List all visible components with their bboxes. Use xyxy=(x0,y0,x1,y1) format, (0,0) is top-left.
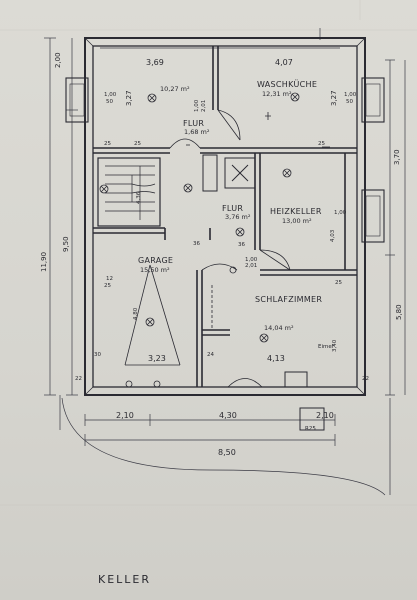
dim-stair: 4,36 xyxy=(136,191,142,204)
dim-r25: R25 xyxy=(305,426,316,432)
dim-door-1b: 2,01 xyxy=(201,100,207,112)
dim-garage-w: 3,23 xyxy=(148,354,166,363)
dim-total-w: 8,50 xyxy=(218,448,236,457)
room-area-waschkueche: 12,31 m² xyxy=(262,90,292,98)
dim-n-36a: 36 xyxy=(193,241,200,247)
dim-n-25a: 25 xyxy=(134,141,141,147)
bucket-label: Eimer xyxy=(318,344,335,350)
room-labels: WASCHKÜCHE 12,31 m² 10,27 m² FLUR 1,68 m… xyxy=(138,79,335,350)
dim-right-2: 5,80 xyxy=(395,304,403,320)
dim-bottom-1: 2,10 xyxy=(116,411,134,420)
dim-n-24: 24 xyxy=(207,352,214,358)
dim-left-inner: 9,50 xyxy=(62,236,70,252)
room-name-schlafzimmer: SCHLAFZIMMER xyxy=(255,295,322,304)
dimension-lines xyxy=(44,28,406,496)
light-wells xyxy=(65,77,385,243)
dim-n-1225: 12 xyxy=(106,276,113,282)
dim-schlaf-h: 3,40 xyxy=(332,339,338,352)
dim-w-ne: 4,07 xyxy=(275,58,293,67)
garage-outline xyxy=(124,264,181,366)
dim-bottom-3: 2,10 xyxy=(316,411,334,420)
room-name-flur-1: FLUR xyxy=(183,119,204,128)
outer-walls xyxy=(84,37,366,396)
room-area-flur-2: 3,76 m² xyxy=(225,213,251,221)
room-name-garage: GARAGE xyxy=(138,256,173,265)
dim-schlaf-w: 4,13 xyxy=(267,354,285,363)
room-area-nw: 10,27 m² xyxy=(160,85,190,93)
dim-d-nw: 3,27 xyxy=(125,90,133,106)
dim-n-25c: 25 xyxy=(318,141,325,147)
dim-garage-door: 4,80 xyxy=(133,307,139,320)
dim-n-30: 30 xyxy=(94,352,101,358)
floor-title: KELLER xyxy=(98,573,152,586)
dim-d-ne: 3,27 xyxy=(330,90,338,106)
dim-win-nw: 1,00 xyxy=(104,92,117,98)
dim-n-25b: 25 xyxy=(104,141,111,147)
interior-walls xyxy=(93,46,357,431)
dim-door-1: 1,00 xyxy=(194,99,200,112)
room-area-flur-1: 1,68 m² xyxy=(184,128,210,136)
dim-win-ne: 1,00 xyxy=(344,92,357,98)
dim-win-nw-b: 50 xyxy=(106,99,113,105)
dim-n-25h: 25 xyxy=(335,280,342,286)
room-area-schlafzimmer: 14,04 m² xyxy=(264,324,294,332)
room-name-flur-2: FLUR xyxy=(222,204,243,213)
dim-right-1: 3,70 xyxy=(393,149,401,165)
doors xyxy=(93,109,291,388)
dim-win-ne-b: 50 xyxy=(346,99,353,105)
room-name-heizkeller: HEIZKELLER xyxy=(270,207,322,216)
room-area-heizkeller: 13,00 m² xyxy=(282,217,312,225)
dim-n-22b: 22 xyxy=(362,376,369,382)
dim-door-2b: 2,01 xyxy=(245,263,257,269)
dim-bottom-2: 4,30 xyxy=(219,411,237,420)
dim-left-top: 2,00 xyxy=(54,52,62,68)
staircase xyxy=(105,165,156,220)
dim-door-2: 1,00 xyxy=(245,257,258,263)
dim-w-nw: 3,69 xyxy=(146,58,164,67)
dim-n-36b: 36 xyxy=(238,242,245,248)
room-area-garage: 15,50 m² xyxy=(140,266,170,274)
room-name-waschkueche: WASCHKÜCHE xyxy=(257,79,317,89)
dim-n-22a: 22 xyxy=(75,376,82,382)
light-fixtures xyxy=(99,92,330,388)
dim-left-outer: 11,90 xyxy=(40,252,48,272)
dim-win-e: 1,00 xyxy=(334,210,347,216)
paper-grid xyxy=(0,0,417,506)
dimension-labels: 3,69 4,07 3,23 4,13 2,10 4,30 2,10 8,50 … xyxy=(40,52,403,457)
dim-heiz-h: 4,03 xyxy=(330,229,336,242)
dim-n-25g: 25 xyxy=(104,283,111,289)
